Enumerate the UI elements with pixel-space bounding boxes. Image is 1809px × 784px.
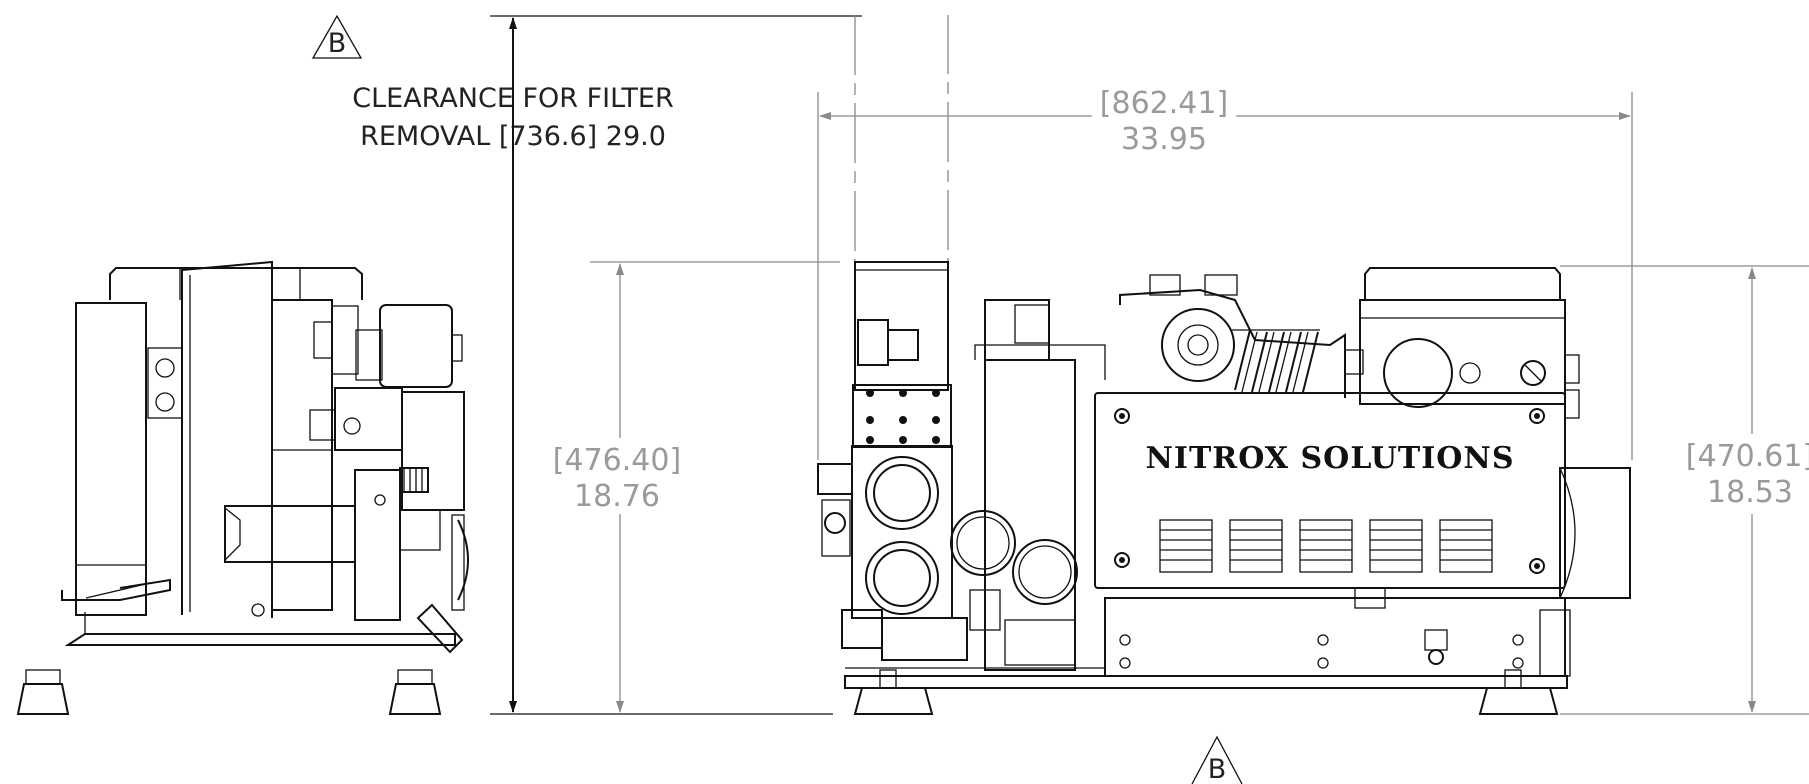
callout-b-top: B [311, 14, 363, 59]
right-height-dimension [1560, 265, 1809, 715]
right-height-imperial: 18.53 [1707, 475, 1793, 510]
width-imperial: 33.95 [1121, 122, 1207, 157]
callout-b-bottom-label: B [1208, 754, 1227, 784]
width-dimension [817, 92, 1633, 460]
left-height-metric: [476.40] [553, 443, 681, 478]
left-height-imperial: 18.76 [574, 479, 660, 514]
callout-b-bottom: B [1191, 735, 1243, 784]
brand-label: NITROX SOLUTIONS [1145, 441, 1514, 476]
side-foot-right [388, 669, 442, 715]
clearance-dimension [490, 15, 862, 715]
side-view-unit [16, 260, 469, 715]
cooling-coil [1230, 329, 1320, 393]
width-metric: [862.41] [1100, 86, 1228, 121]
left-height-dimension [552, 261, 840, 713]
vent-slots [1159, 519, 1493, 573]
callout-b-top-label: B [328, 28, 347, 59]
side-foot-left [16, 669, 70, 715]
front-panel [1094, 392, 1566, 589]
front-view-unit [817, 15, 1631, 715]
right-height-metric: [470.61] [1686, 439, 1809, 474]
